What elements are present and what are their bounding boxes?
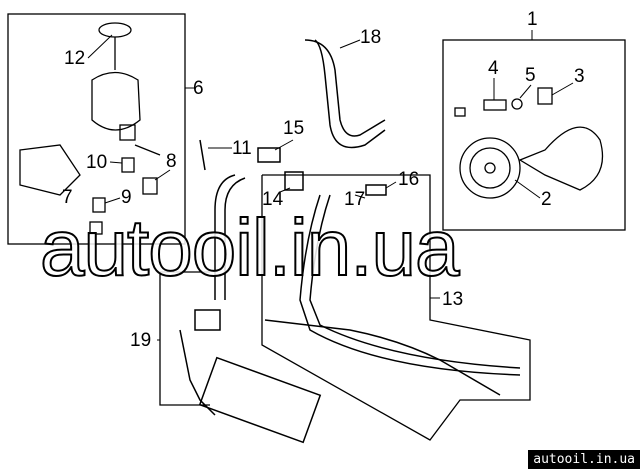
callout-5: 5: [525, 65, 536, 86]
callout-12: 12: [64, 48, 86, 69]
callout-19: 19: [130, 330, 152, 351]
callout-4: 4: [488, 58, 499, 79]
callout-6: 6: [193, 78, 204, 99]
callout-13: 13: [442, 289, 464, 310]
hoses: [179, 39, 521, 444]
callout-2: 2: [541, 189, 552, 210]
watermark: autooil.in.ua: [39, 203, 460, 292]
callout-8-9-slot: 9: [121, 187, 132, 208]
power-steering-pump: [454, 87, 604, 199]
callout-16: 16: [398, 169, 420, 190]
group-box-1: [442, 39, 626, 231]
callout-14: 14: [262, 189, 284, 210]
reservoir: [19, 22, 161, 235]
callout-1: 1: [527, 9, 538, 30]
leader-lines: [87, 30, 574, 341]
callout-15: 15: [283, 118, 305, 139]
callout-11: 11: [232, 138, 252, 159]
callout-8: 8: [166, 151, 177, 172]
callout-7: 7: [62, 187, 73, 208]
callout-10: 10: [86, 152, 108, 173]
callout-3: 3: [574, 66, 585, 87]
group-box-13: [261, 174, 531, 441]
callout-17: 17: [344, 189, 366, 210]
site-badge: autooil.in.ua: [528, 450, 640, 469]
callout-18: 18: [360, 27, 382, 48]
group-box-19: [159, 271, 210, 406]
group-box-6: [7, 13, 186, 245]
